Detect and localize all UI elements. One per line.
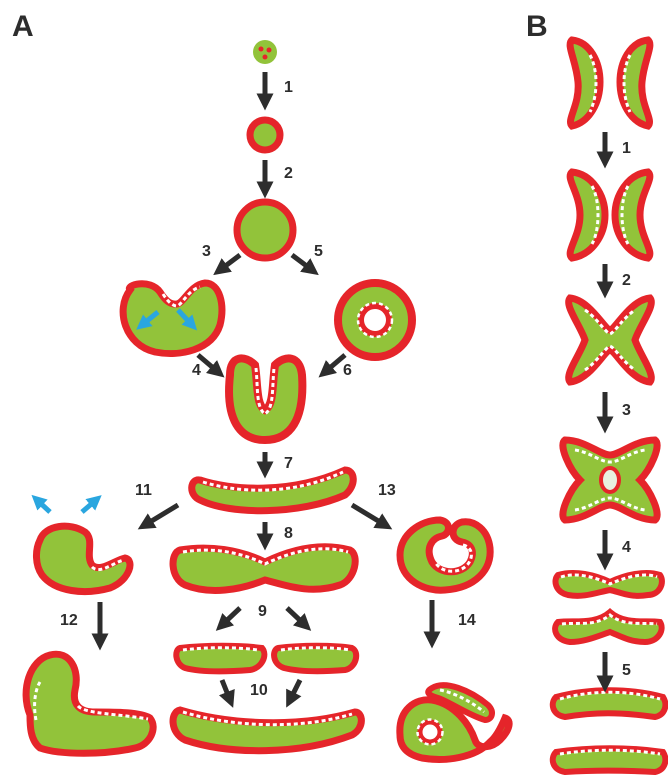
- b-stage-2: [570, 172, 650, 258]
- step-b-3: 3: [622, 402, 631, 419]
- step-b-4: 4: [622, 539, 631, 556]
- step-a-11: 11: [135, 482, 152, 499]
- step-b-2: 2: [622, 272, 631, 289]
- step-a-3: 3: [202, 243, 211, 260]
- rolled-spiral: [400, 685, 509, 759]
- step-labels-a: 1 2 3 4 5 6 7 8 9 10 11 12 13 14: [60, 79, 476, 699]
- cell-stage-0: [253, 40, 277, 64]
- flattened-sheet: [192, 470, 354, 511]
- cup-structure: [229, 358, 302, 440]
- step-a-6: 6: [343, 362, 352, 379]
- step-a-13: 13: [378, 482, 396, 499]
- cell-invaginating: [123, 283, 222, 354]
- curling-sheet: [400, 520, 490, 590]
- step-b-5: 5: [622, 662, 631, 679]
- step-a-7: 7: [284, 455, 293, 472]
- step-a-12: 12: [60, 612, 78, 629]
- b-stage-1: [570, 40, 650, 126]
- b-stage-4: [563, 440, 657, 520]
- reunited-sheet: [173, 710, 361, 751]
- b-stage-6: [553, 690, 666, 772]
- step-a-5: 5: [314, 243, 323, 260]
- cell-stage-2: [237, 202, 293, 258]
- b-stage-3: [569, 298, 652, 382]
- bending-cell: [36, 500, 130, 592]
- step-b-1: 1: [622, 140, 631, 157]
- cell-with-lumen: [338, 283, 412, 357]
- step-a-8: 8: [284, 525, 293, 542]
- branched-structure: [26, 654, 153, 753]
- step-a-10: 10: [250, 682, 268, 699]
- step-a-1: 1: [284, 79, 293, 96]
- b-stage-5: [555, 573, 662, 642]
- step-a-9: 9: [258, 603, 267, 620]
- split-pieces: [176, 646, 356, 672]
- step-a-2: 2: [284, 165, 293, 182]
- wavy-sheet: [173, 547, 355, 591]
- step-a-4: 4: [192, 362, 201, 379]
- step-a-14: 14: [458, 612, 476, 629]
- cell-stage-1: [250, 120, 280, 150]
